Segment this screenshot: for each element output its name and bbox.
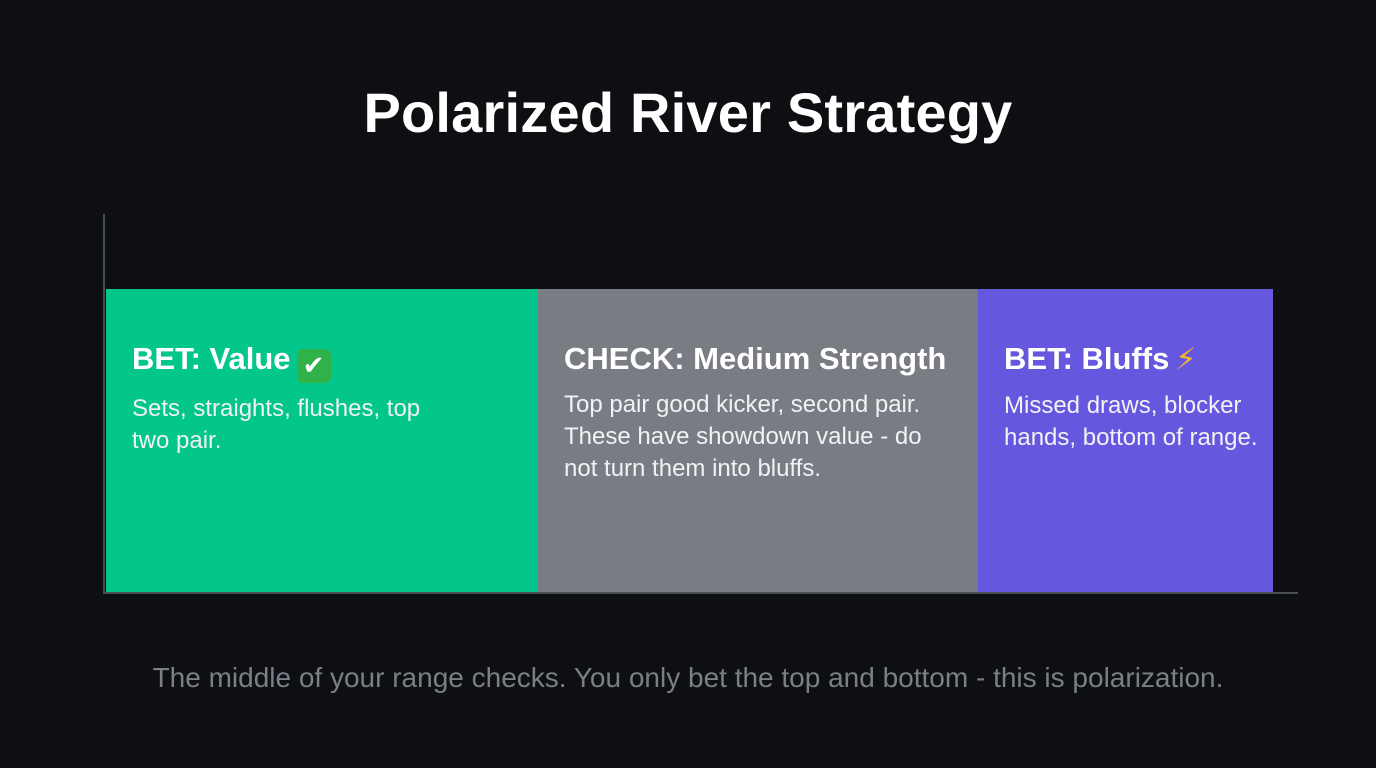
x-axis-line (103, 592, 1298, 594)
page-title: Polarized River Strategy (363, 81, 1013, 144)
segment-title-text: BET: Bluffs (1004, 341, 1170, 376)
segment-bet-value: BET: Value✔ Sets, straights, flushes, to… (106, 289, 538, 592)
check-mark-icon: ✔ (296, 349, 331, 383)
lightning-icon: ⚡ (1175, 342, 1197, 377)
caption: The middle of your range checks. You onl… (152, 662, 1224, 693)
segment-description: Top pair good kicker, second pair. These… (564, 391, 922, 482)
segment-title: BET: Bluffs⚡ (1004, 339, 1273, 380)
segment-title: CHECK: Medium Strength (564, 341, 947, 376)
segment-description: Missed draws, blocker hands, bottom of r… (1004, 392, 1258, 451)
segment-bet-bluffs: BET: Bluffs⚡ Missed draws, blocker hands… (978, 289, 1273, 592)
segment-check-medium: CHECK: Medium Strength Top pair good kic… (538, 289, 978, 592)
y-axis-line (103, 214, 105, 594)
segment-description: Sets, straights, flushes, top two pair. (132, 395, 421, 454)
segment-title-text: BET: Value (132, 341, 291, 376)
segment-title: BET: Value✔ (132, 339, 538, 383)
